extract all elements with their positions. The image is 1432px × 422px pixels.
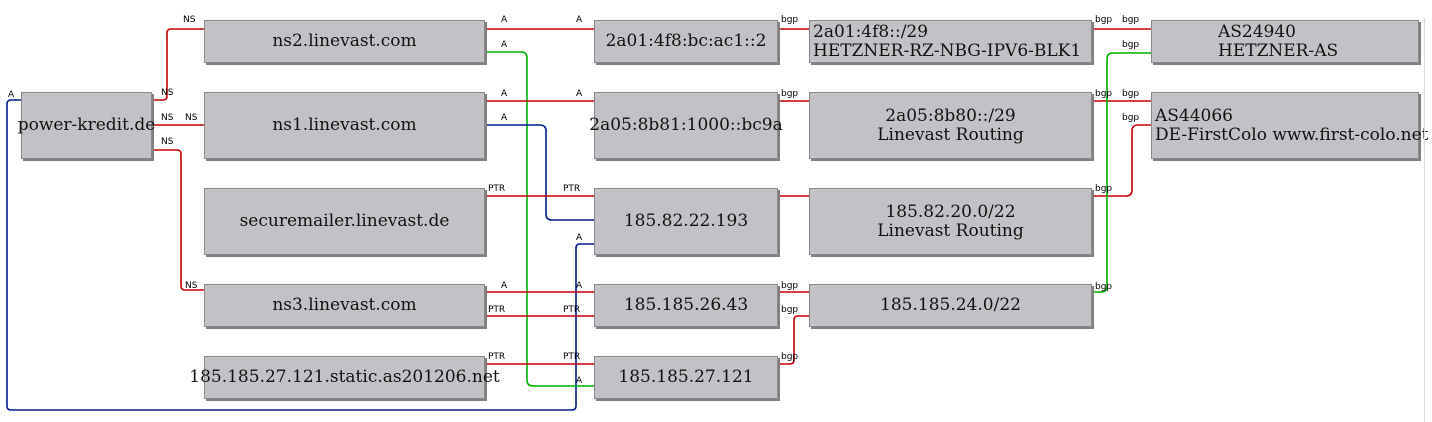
node-prefix-185-24[interactable]: 185.185.24.0/22: [809, 284, 1092, 327]
edge-label-a: A: [576, 233, 583, 243]
edge-label-ns: NS: [185, 281, 198, 291]
node-label-line: 2a05:8b81:1000::bc9a: [589, 115, 783, 135]
node-ip4-185-27-121[interactable]: 185.185.27.121: [594, 356, 778, 399]
node-label-line: 185.185.27.121: [618, 367, 754, 387]
edge-label-ns: NS: [185, 113, 198, 123]
node-power-kredit[interactable]: power-kredit.de: [18, 92, 155, 159]
edge-label-bgp: bgp: [1122, 40, 1140, 50]
node-ns3[interactable]: ns3.linevast.com: [204, 284, 485, 327]
node-label-line: AS24940: [1218, 21, 1297, 42]
node-label-line: ns3.linevast.com: [272, 295, 417, 315]
node-ip4-185-26-43[interactable]: 185.185.26.43: [594, 284, 778, 327]
edge-label-ns: NS: [183, 15, 196, 25]
edge-label-bgp: bgp: [1095, 282, 1113, 292]
edge-bgp-linevast4: [1092, 124, 1151, 197]
edge-label-bgp: bgp: [1095, 15, 1113, 25]
edge-a-ns1-ip4a: [485, 124, 594, 221]
node-label-line: 185.185.24.0/22: [880, 295, 1021, 315]
node-label-line: 2a05:8b80::/29: [885, 105, 1016, 126]
edge-label-a: A: [576, 281, 583, 291]
edge-label-ptr: PTR: [488, 184, 506, 194]
node-label-line: HETZNER-RZ-NBG-IPV6-BLK1: [813, 40, 1082, 61]
node-ip6-hetzner[interactable]: 2a01:4f8:bc:ac1::2: [594, 20, 778, 63]
node-ns2[interactable]: ns2.linevast.com: [204, 20, 485, 63]
edge-label-ptr: PTR: [563, 352, 581, 362]
node-label-line: HETZNER-AS: [1218, 40, 1339, 61]
node-label-line: 2a01:4f8:bc:ac1::2: [605, 31, 767, 51]
edge-ns3: [152, 149, 204, 291]
node-static-host[interactable]: 185.185.27.121.static.as201206.net: [189, 356, 500, 399]
edge-bgp-185-24: [1092, 52, 1151, 293]
edge-label-bgp: bgp: [781, 352, 799, 362]
edge-label-bgp: bgp: [781, 281, 799, 291]
edge-label-a: A: [576, 15, 583, 25]
edge-bgp-ip4c: [778, 315, 809, 365]
edge-a-power: [6, 99, 594, 411]
frame-edge: [1424, 18, 1425, 422]
node-label-line: power-kredit.de: [17, 115, 156, 135]
node-label-line: 185.185.27.121.static.as201206.net: [189, 367, 500, 387]
edge-label-ptr: PTR: [563, 305, 581, 315]
edge-a-ns2-ip4c: [485, 51, 594, 387]
node-ns1[interactable]: ns1.linevast.com: [204, 92, 485, 159]
edge-label-ptr: PTR: [488, 305, 506, 315]
node-label-line: 185.185.26.43: [623, 295, 749, 315]
node-label-line: ns1.linevast.com: [272, 115, 417, 135]
edge-label-bgp: bgp: [781, 15, 799, 25]
edge-label-ptr: PTR: [488, 352, 506, 362]
edge-label-bgp: bgp: [1122, 89, 1140, 99]
node-securemailer[interactable]: securemailer.linevast.de: [204, 188, 485, 255]
node-label-line: 185.82.20.0/22: [885, 201, 1016, 222]
edge-label-bgp: bgp: [1122, 15, 1140, 25]
node-ip4-82-22-193[interactable]: 185.82.22.193: [594, 188, 778, 255]
edge-label-ptr: PTR: [563, 184, 581, 194]
edge-label-a: A: [576, 89, 583, 99]
node-label-line: ns2.linevast.com: [272, 31, 417, 51]
edge-label-a: A: [501, 113, 508, 123]
edge-label-bgp: bgp: [1095, 184, 1113, 194]
edge-label-a: A: [576, 376, 583, 386]
node-label-line: 185.82.22.193: [623, 211, 749, 231]
node-ip6-linevast[interactable]: 2a05:8b81:1000::bc9a: [589, 92, 783, 159]
node-label-line: DE-FirstColo www.first-colo.net: [1155, 124, 1429, 145]
node-label-line: securemailer.linevast.de: [239, 211, 450, 231]
node-label-line: AS44066: [1155, 105, 1234, 126]
edge-label-a: A: [501, 15, 508, 25]
edge-label-bgp: bgp: [1122, 113, 1140, 123]
edge-label-bgp: bgp: [781, 89, 799, 99]
node-label-line: Linevast Routing: [877, 220, 1024, 241]
edge-label-ns: NS: [161, 113, 174, 123]
edge-label-a: A: [8, 90, 15, 100]
edge-ns2: [152, 28, 204, 101]
edge-label-a: A: [501, 89, 508, 99]
edge-label-ns: NS: [161, 137, 174, 147]
edge-label-ns: NS: [161, 88, 174, 98]
node-label-line: 2a01:4f8::/29: [813, 21, 929, 42]
node-label-line: Linevast Routing: [877, 124, 1024, 145]
edge-label-a: A: [501, 281, 508, 291]
edge-label-bgp: bgp: [1095, 89, 1113, 99]
edge-label-bgp: bgp: [781, 305, 799, 315]
edge-label-a: A: [501, 40, 508, 50]
